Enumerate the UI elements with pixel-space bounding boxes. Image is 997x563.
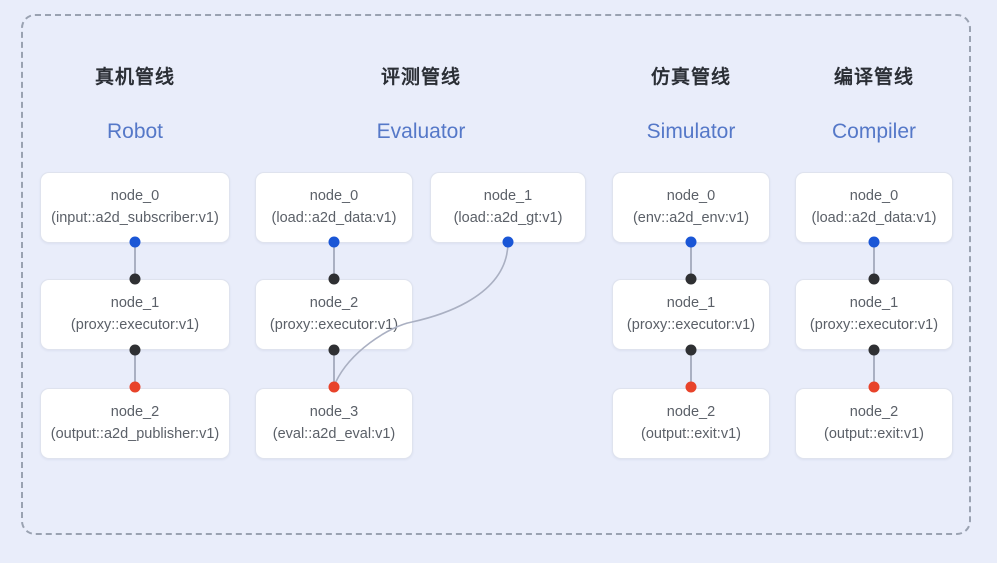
node-simulator-0[interactable]: node_0 (env::a2d_env:v1) (612, 172, 770, 243)
node-label-name: node_1 (666, 295, 716, 311)
node-label-signature: (proxy::executor:v1) (269, 317, 399, 333)
link-compiler-0-1 (873, 242, 875, 278)
node-compiler-0[interactable]: node_0 (load::a2d_data:v1) (795, 172, 953, 243)
node-label-name: node_2 (666, 404, 716, 420)
port-output-compiler-0[interactable] (868, 236, 880, 248)
node-label-signature: (proxy::executor:v1) (809, 317, 939, 333)
node-label-name: node_2 (110, 404, 160, 420)
node-label-name: node_0 (110, 188, 160, 204)
node-label-signature: (load::a2d_gt:v1) (453, 210, 563, 226)
port-output-simulator-0[interactable] (685, 236, 697, 248)
link-robot-1-2 (134, 350, 136, 387)
port-input-simulator-1[interactable] (685, 273, 697, 285)
port-output-evaluator-0[interactable] (328, 236, 340, 248)
node-label-signature: (output::exit:v1) (641, 426, 741, 442)
node-label-name: node_3 (309, 404, 359, 420)
node-label-name: node_0 (309, 188, 359, 204)
link-robot-0-1 (134, 242, 136, 278)
node-label-signature: (load::a2d_data:v1) (271, 210, 397, 226)
node-label-signature: (output::exit:v1) (824, 426, 924, 442)
port-input-evaluator-3[interactable] (328, 381, 340, 393)
node-label-name: node_1 (483, 188, 533, 204)
link-evaluator-0-2 (333, 242, 335, 278)
port-output-robot-1[interactable] (129, 344, 141, 356)
link-simulator-1-2 (690, 350, 692, 387)
port-output-robot-0[interactable] (129, 236, 141, 248)
node-robot-2[interactable]: node_2 (output::a2d_publisher:v1) (40, 388, 230, 459)
node-compiler-1[interactable]: node_1 (proxy::executor:v1) (795, 279, 953, 350)
port-output-simulator-1[interactable] (685, 344, 697, 356)
node-simulator-2[interactable]: node_2 (output::exit:v1) (612, 388, 770, 459)
node-simulator-1[interactable]: node_1 (proxy::executor:v1) (612, 279, 770, 350)
link-compiler-1-2 (873, 350, 875, 387)
port-output-evaluator-1[interactable] (502, 236, 514, 248)
node-label-signature: (output::a2d_publisher:v1) (50, 426, 220, 442)
port-input-compiler-2[interactable] (868, 381, 880, 393)
node-label-name: node_1 (110, 295, 160, 311)
node-robot-0[interactable]: node_0 (input::a2d_subscriber:v1) (40, 172, 230, 243)
node-evaluator-1[interactable]: node_1 (load::a2d_gt:v1) (430, 172, 586, 243)
node-label-signature: (proxy::executor:v1) (70, 317, 200, 333)
port-input-robot-2[interactable] (129, 381, 141, 393)
port-input-compiler-1[interactable] (868, 273, 880, 285)
port-output-evaluator-2[interactable] (328, 344, 340, 356)
node-label-signature: (load::a2d_data:v1) (811, 210, 937, 226)
node-label-signature: (env::a2d_env:v1) (632, 210, 750, 226)
node-label-signature: (eval::a2d_eval:v1) (272, 426, 396, 442)
node-evaluator-2[interactable]: node_2 (proxy::executor:v1) (255, 279, 413, 350)
port-input-evaluator-2[interactable] (328, 273, 340, 285)
node-label-signature: (input::a2d_subscriber:v1) (51, 210, 219, 226)
port-input-robot-1[interactable] (129, 273, 141, 285)
node-label-name: node_2 (849, 404, 899, 420)
node-label-name: node_0 (849, 188, 899, 204)
node-evaluator-3[interactable]: node_3 (eval::a2d_eval:v1) (255, 388, 413, 459)
node-compiler-2[interactable]: node_2 (output::exit:v1) (795, 388, 953, 459)
node-robot-1[interactable]: node_1 (proxy::executor:v1) (40, 279, 230, 350)
node-label-name: node_1 (849, 295, 899, 311)
node-label-name: node_2 (309, 295, 359, 311)
node-label-signature: (proxy::executor:v1) (626, 317, 756, 333)
port-output-compiler-1[interactable] (868, 344, 880, 356)
port-input-simulator-2[interactable] (685, 381, 697, 393)
node-evaluator-0[interactable]: node_0 (load::a2d_data:v1) (255, 172, 413, 243)
link-simulator-0-1 (690, 242, 692, 278)
node-label-name: node_0 (666, 188, 716, 204)
